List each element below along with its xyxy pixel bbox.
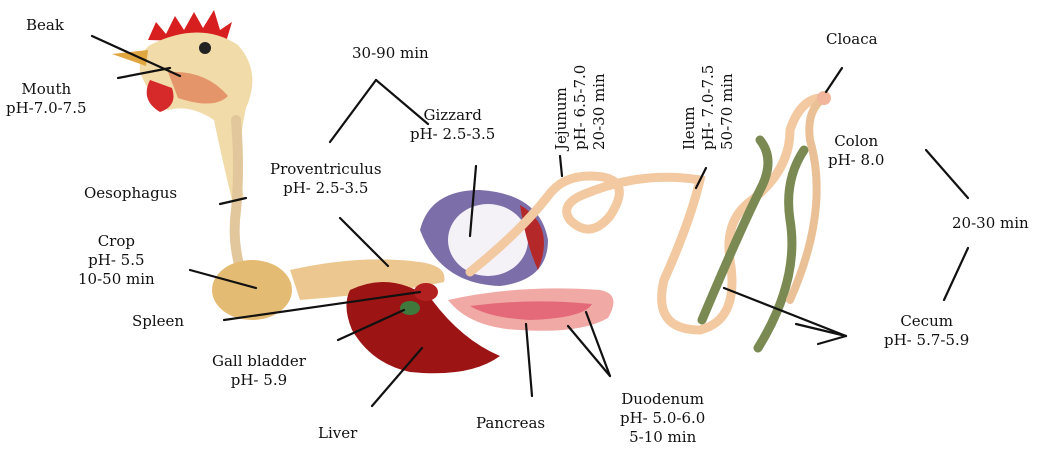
proventriculus-time-leader — [330, 80, 376, 142]
label-proventriculus-name: Proventriculus — [270, 160, 382, 179]
label-jejunum: Jejunum pH- 6.5-7.0 20-30 min — [552, 65, 609, 150]
duodenum-leader-1 — [568, 326, 610, 376]
label-gall-bladder-ph: pH- 5.9 — [212, 371, 306, 390]
label-mouth-ph: pH-7.0-7.5 — [6, 99, 87, 118]
label-ileum-time: 50-70 min — [718, 65, 737, 150]
label-colon-cecum-time: 20-30 min — [952, 214, 1029, 233]
cloaca-organ — [817, 91, 831, 105]
label-duodenum-name: Duodenum — [620, 390, 705, 409]
label-cecum: Cecum pH- 5.7-5.9 — [884, 312, 969, 350]
chicken-head — [112, 10, 252, 200]
gall-bladder-organ — [400, 301, 420, 315]
label-spleen: Spleen — [132, 312, 184, 331]
label-proventriculus: Proventriculus pH- 2.5-3.5 — [270, 160, 382, 198]
eye — [199, 42, 211, 54]
label-gizzard-name: Gizzard — [410, 106, 495, 125]
label-jejunum-name: Jejunum — [552, 65, 571, 150]
label-oesophagus: Oesophagus — [84, 184, 177, 203]
cecum-leader-3 — [818, 336, 846, 344]
label-beak: Beak — [26, 16, 64, 35]
label-gall-bladder: Gall bladder pH- 5.9 — [212, 352, 306, 390]
colon-time-leader — [926, 150, 968, 198]
label-colon-ph: pH- 8.0 — [828, 151, 884, 170]
oesophagus-tube — [235, 120, 240, 268]
label-ileum: Ileum pH- 7.0-7.5 50-70 min — [680, 65, 737, 150]
label-jejunum-time: 20-30 min — [590, 65, 609, 150]
label-crop-time: 10-50 min — [78, 270, 155, 289]
label-liver: Liver — [318, 424, 357, 443]
cloaca-leader — [826, 68, 842, 92]
label-ileum-name: Ileum — [680, 65, 699, 150]
proventriculus-leader — [340, 218, 388, 266]
label-jejunum-ph: pH- 6.5-7.0 — [571, 65, 590, 150]
cecum-time-leader — [944, 248, 968, 300]
label-proventriculus-gizzard-time: 30-90 min — [352, 44, 429, 63]
pancreas-leader — [526, 324, 532, 396]
label-cloaca: Cloaca — [826, 30, 878, 49]
label-crop-name: Crop — [78, 232, 155, 251]
label-mouth-name: Mouth — [6, 80, 87, 99]
label-cecum-ph: pH- 5.7-5.9 — [884, 331, 969, 350]
label-gall-bladder-name: Gall bladder — [212, 352, 306, 371]
jejunum-leader — [560, 156, 562, 176]
label-duodenum-time: 5-10 min — [620, 428, 705, 447]
label-gizzard-ph: pH- 2.5-3.5 — [410, 125, 495, 144]
label-mouth: Mouth pH-7.0-7.5 — [6, 80, 87, 118]
label-colon-name: Colon — [828, 132, 884, 151]
label-crop-ph: pH- 5.5 — [78, 251, 155, 270]
label-gizzard: Gizzard pH- 2.5-3.5 — [410, 106, 495, 144]
label-colon: Colon pH- 8.0 — [828, 132, 884, 170]
label-crop: Crop pH- 5.5 10-50 min — [78, 232, 155, 289]
label-proventriculus-ph: pH- 2.5-3.5 — [270, 179, 382, 198]
label-pancreas: Pancreas — [476, 414, 545, 433]
label-duodenum: Duodenum pH- 5.0-6.0 5-10 min — [620, 390, 705, 447]
gizzard-inner — [448, 204, 528, 276]
label-duodenum-ph: pH- 5.0-6.0 — [620, 409, 705, 428]
label-ileum-ph: pH- 7.0-7.5 — [699, 65, 718, 150]
label-cecum-name: Cecum — [884, 312, 969, 331]
